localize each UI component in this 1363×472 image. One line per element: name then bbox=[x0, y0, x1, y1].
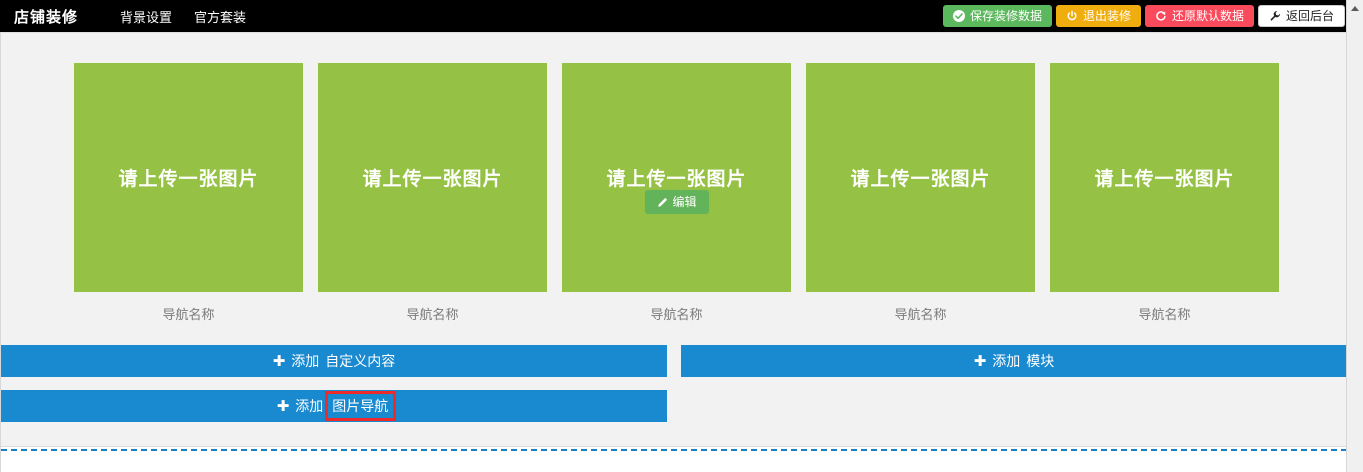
nav-card-placeholder-text: 请上传一张图片 bbox=[850, 169, 991, 190]
nav-card-placeholder-text: 请上传一张图片 bbox=[1094, 169, 1235, 190]
nav-card-image-placeholder[interactable]: 请上传一张图片 bbox=[806, 63, 1035, 292]
nav-card-image-placeholder[interactable]: 请上传一张图片 编辑 bbox=[562, 63, 791, 292]
save-decoration-data-button[interactable]: 保存装修数据 bbox=[942, 5, 1052, 27]
restore-default-data-button[interactable]: 还原默认数据 bbox=[1144, 5, 1254, 27]
pencil-icon bbox=[656, 197, 667, 208]
nav-card-label: 导航名称 bbox=[1138, 307, 1191, 322]
add-module-target: 模块 bbox=[1026, 353, 1055, 369]
top-toolbar: 店铺装修 背景设置 官方套装 保存装修数据 退出装修 bbox=[0, 0, 1363, 32]
add-image-nav-target-highlighted[interactable]: 图片导航 bbox=[325, 391, 397, 421]
top-navigation: 背景设置 官方套装 bbox=[120, 7, 246, 26]
save-decoration-data-label: 保存装修数据 bbox=[969, 9, 1042, 23]
return-to-admin-label: 返回后台 bbox=[1285, 9, 1334, 23]
nav-item-background-settings[interactable]: 背景设置 bbox=[120, 9, 173, 25]
nav-card-image-placeholder[interactable]: 请上传一张图片 bbox=[74, 63, 303, 292]
nav-card: 请上传一张图片 编辑 导航名称 bbox=[562, 63, 791, 323]
page-bottom-area bbox=[1, 451, 1347, 472]
check-circle-icon bbox=[952, 10, 965, 22]
refresh-icon bbox=[1155, 10, 1167, 22]
add-image-nav-button[interactable]: ✚ 添加 图片导航 bbox=[1, 390, 667, 422]
scroll-up-button[interactable] bbox=[1347, 0, 1363, 17]
chevron-up-icon bbox=[1351, 6, 1359, 11]
nav-card-placeholder-text: 请上传一张图片 bbox=[118, 169, 259, 190]
plus-icon: ✚ bbox=[272, 352, 286, 370]
add-bars-row-secondary: ✚ 添加 图片导航 bbox=[1, 390, 1347, 422]
nav-item-official-package[interactable]: 官方套装 bbox=[194, 9, 247, 25]
exit-decoration-button[interactable]: 退出装修 bbox=[1055, 5, 1141, 27]
exit-decoration-label: 退出装修 bbox=[1082, 9, 1131, 23]
nav-card-label: 导航名称 bbox=[406, 307, 459, 322]
nav-card-placeholder-text: 请上传一张图片 bbox=[362, 169, 503, 190]
nav-card-label: 导航名称 bbox=[162, 307, 215, 322]
add-custom-content-target: 自定义内容 bbox=[325, 353, 396, 369]
nav-card-image-placeholder[interactable]: 请上传一张图片 bbox=[318, 63, 547, 292]
nav-card: 请上传一张图片 导航名称 bbox=[318, 63, 547, 323]
nav-card-image-placeholder[interactable]: 请上传一张图片 bbox=[1050, 63, 1279, 292]
module-bottom-strip bbox=[1, 427, 1347, 447]
nav-card: 请上传一张图片 导航名称 bbox=[74, 63, 303, 323]
add-module-button[interactable]: ✚ 添加 模块 bbox=[681, 345, 1347, 377]
add-bars-row-primary: ✚ 添加 自定义内容 ✚ 添加 模块 bbox=[1, 345, 1347, 377]
plus-icon: ✚ bbox=[276, 397, 290, 415]
return-to-admin-button[interactable]: 返回后台 bbox=[1257, 5, 1345, 27]
add-module-prefix: 添加 bbox=[992, 353, 1021, 369]
toolbar-actions: 保存装修数据 退出装修 还原默认数据 bbox=[942, 0, 1345, 32]
nav-card-label: 导航名称 bbox=[650, 307, 703, 322]
dashed-drop-divider bbox=[1, 449, 1347, 451]
nav-card-placeholder-text: 请上传一张图片 bbox=[606, 169, 747, 190]
power-icon bbox=[1066, 10, 1078, 22]
nav-card-label: 导航名称 bbox=[894, 307, 947, 322]
nav-cards-strip: 请上传一张图片 导航名称 请上传一张图片 导航名称 请上传一张图片 编辑 bbox=[74, 63, 1279, 323]
wrench-icon bbox=[1269, 10, 1281, 22]
add-image-nav-target: 图片导航 bbox=[332, 398, 389, 414]
add-custom-content-button[interactable]: ✚ 添加 自定义内容 bbox=[1, 345, 667, 377]
edit-nav-card-button[interactable]: 编辑 bbox=[644, 190, 709, 214]
nav-card: 请上传一张图片 导航名称 bbox=[806, 63, 1035, 323]
plus-icon: ✚ bbox=[973, 352, 987, 370]
edit-nav-card-label: 编辑 bbox=[672, 195, 697, 209]
nav-card: 请上传一张图片 导航名称 bbox=[1050, 63, 1279, 323]
vertical-scrollbar[interactable] bbox=[1346, 0, 1363, 472]
add-image-nav-prefix: 添加 bbox=[295, 398, 324, 414]
restore-default-data-label: 还原默认数据 bbox=[1171, 9, 1244, 23]
app-brand-title: 店铺装修 bbox=[14, 8, 79, 26]
page-canvas: 请上传一张图片 导航名称 请上传一张图片 导航名称 请上传一张图片 编辑 bbox=[0, 32, 1348, 472]
add-custom-content-prefix: 添加 bbox=[291, 353, 320, 369]
